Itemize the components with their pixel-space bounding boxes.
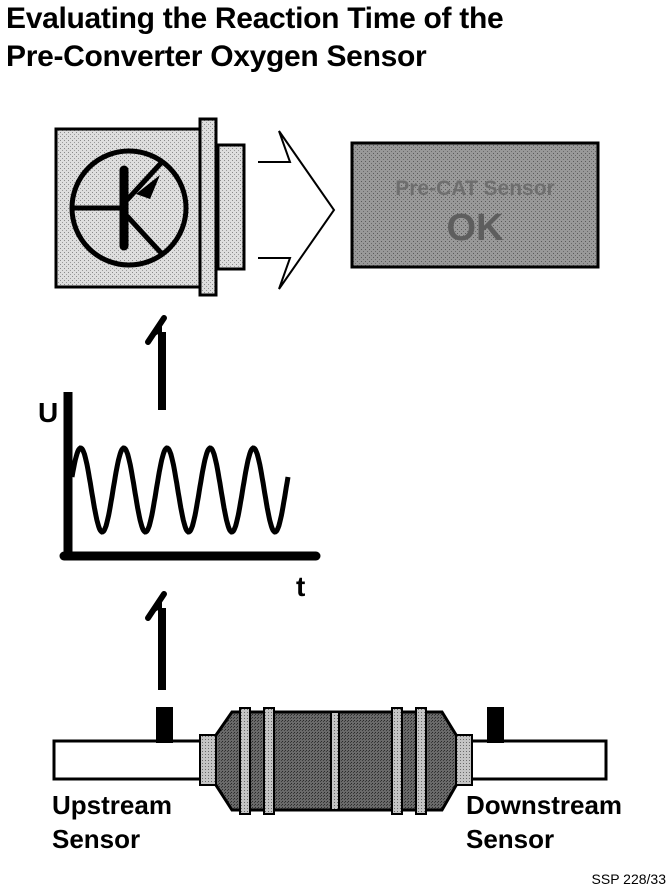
result-line-2: OK	[447, 207, 505, 249]
inlet-flange	[199, 734, 217, 786]
sensor-signal-graph: U t	[38, 392, 321, 602]
outline-right-arrow-icon	[258, 130, 336, 290]
outlet-flange	[455, 734, 473, 786]
downstream-sensor-icon	[487, 707, 504, 743]
transistor-symbol-icon	[69, 148, 189, 268]
result-box: Pre-CAT Sensor OK	[350, 141, 600, 269]
converter-center-seam	[330, 711, 340, 811]
inlet-pipe	[52, 739, 208, 781]
downstream-label-line-2: Sensor	[466, 824, 554, 854]
title-line-1: Evaluating the Reaction Time of the	[6, 2, 504, 35]
control-unit	[54, 117, 246, 297]
outlet-pipe	[458, 739, 608, 781]
upstream-label-line-1: Upstream	[52, 790, 172, 820]
signal-arrow-lower	[145, 591, 167, 690]
control-unit-connector	[216, 143, 246, 271]
reference-number: SSP 228/33	[592, 871, 667, 887]
result-line-1: Pre-CAT Sensor	[395, 177, 554, 200]
converter-ring-1	[239, 707, 251, 815]
exhaust-system	[52, 707, 608, 815]
y-axis-label: U	[38, 397, 58, 428]
signal-waveform	[69, 445, 291, 535]
upstream-sensor-icon	[156, 707, 173, 743]
result-box-frame	[350, 141, 600, 269]
x-axis-label: t	[296, 571, 305, 602]
converter-ring-3	[391, 707, 403, 815]
downstream-label-line-1: Downstream	[466, 790, 622, 820]
diagram-title: Evaluating the Reaction Time of the Pre-…	[6, 0, 666, 76]
title-line-2: Pre-Converter Oxygen Sensor	[6, 40, 427, 73]
signal-arrow-upper	[145, 315, 167, 410]
upstream-label-line-2: Sensor	[52, 824, 140, 854]
converter-ring-2	[263, 707, 275, 815]
converter-ring-4	[415, 707, 427, 815]
control-unit-flange	[198, 117, 218, 297]
